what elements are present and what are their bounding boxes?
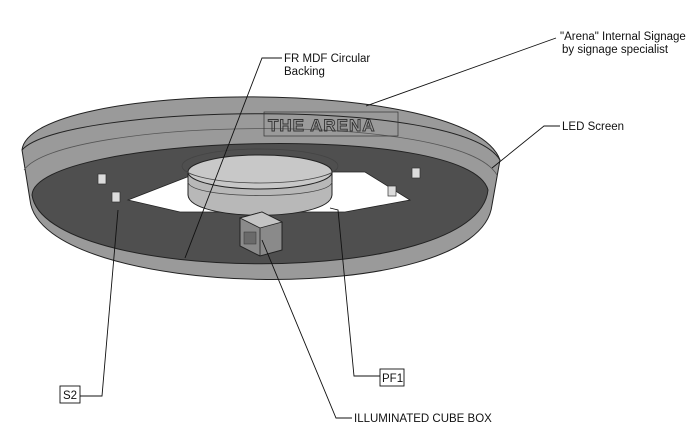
label-cube-box: ILLUMINATED CUBE BOX bbox=[354, 413, 492, 425]
tag-s2: S2 bbox=[63, 390, 77, 402]
leader-arena-signage bbox=[365, 37, 557, 107]
tag-s2-box bbox=[59, 385, 81, 404]
leader-s2 bbox=[78, 209, 119, 397]
ring-top-edge bbox=[21, 113, 501, 161]
arena-sign-frame bbox=[263, 111, 399, 137]
leader-led-screen bbox=[491, 125, 560, 169]
leader-mdf-backing bbox=[184, 57, 282, 259]
label-arena-signage-2: by signage specialist bbox=[562, 44, 669, 56]
spotlight-left-1 bbox=[97, 173, 107, 185]
leader-cube-box bbox=[261, 239, 352, 419]
tag-pf1-box bbox=[379, 368, 405, 387]
illuminated-cube-box bbox=[238, 211, 284, 257]
arena-sign-text: THE ARENA bbox=[268, 116, 376, 135]
tag-pf1: PF1 bbox=[382, 373, 403, 385]
spotlight-right-2 bbox=[387, 185, 397, 197]
central-drum bbox=[181, 148, 339, 216]
label-mdf-backing-1: FR MDF Circular bbox=[284, 53, 370, 65]
ring-rim bbox=[23, 128, 498, 176]
spotlight-right-1 bbox=[411, 167, 421, 179]
label-mdf-backing-2: Backing bbox=[284, 66, 325, 78]
label-led-screen: LED Screen bbox=[562, 121, 624, 133]
spotlight-left-2 bbox=[111, 191, 121, 203]
leader-pf1 bbox=[329, 207, 380, 377]
label-arena-signage-1: "Arena" Internal Signage bbox=[560, 31, 686, 43]
